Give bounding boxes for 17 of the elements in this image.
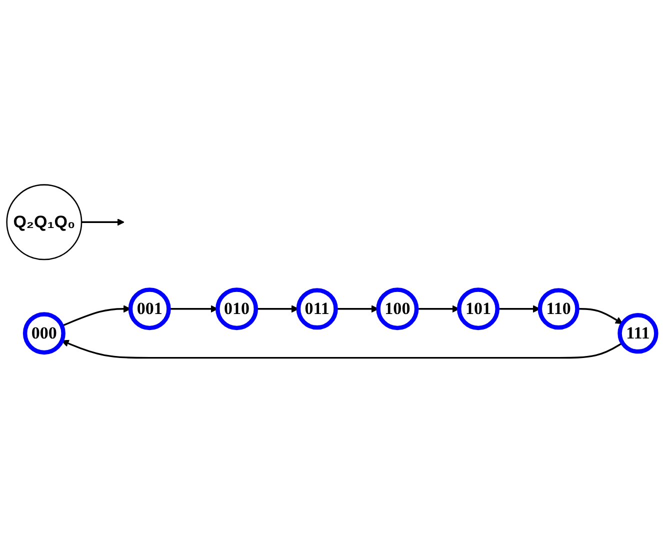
node-circle: Q₂Q₁Q₀ <box>6 184 82 260</box>
arrow <box>62 340 623 359</box>
node-circle: 110 <box>538 288 580 330</box>
arrow <box>256 305 299 313</box>
arrow <box>82 218 124 226</box>
node-circle: 101 <box>456 288 500 330</box>
node-circle: 011 <box>296 288 338 330</box>
node-circle: 000 <box>22 312 66 355</box>
node-circle: 010 <box>216 288 258 330</box>
arrow <box>497 305 540 313</box>
arrow <box>577 308 623 324</box>
arrow <box>62 305 131 327</box>
node-circle: 100 <box>376 288 419 330</box>
arrow <box>416 305 460 313</box>
node-circle: 001 <box>128 288 171 330</box>
node-circle: 111 <box>618 313 658 354</box>
arrow <box>168 305 218 313</box>
